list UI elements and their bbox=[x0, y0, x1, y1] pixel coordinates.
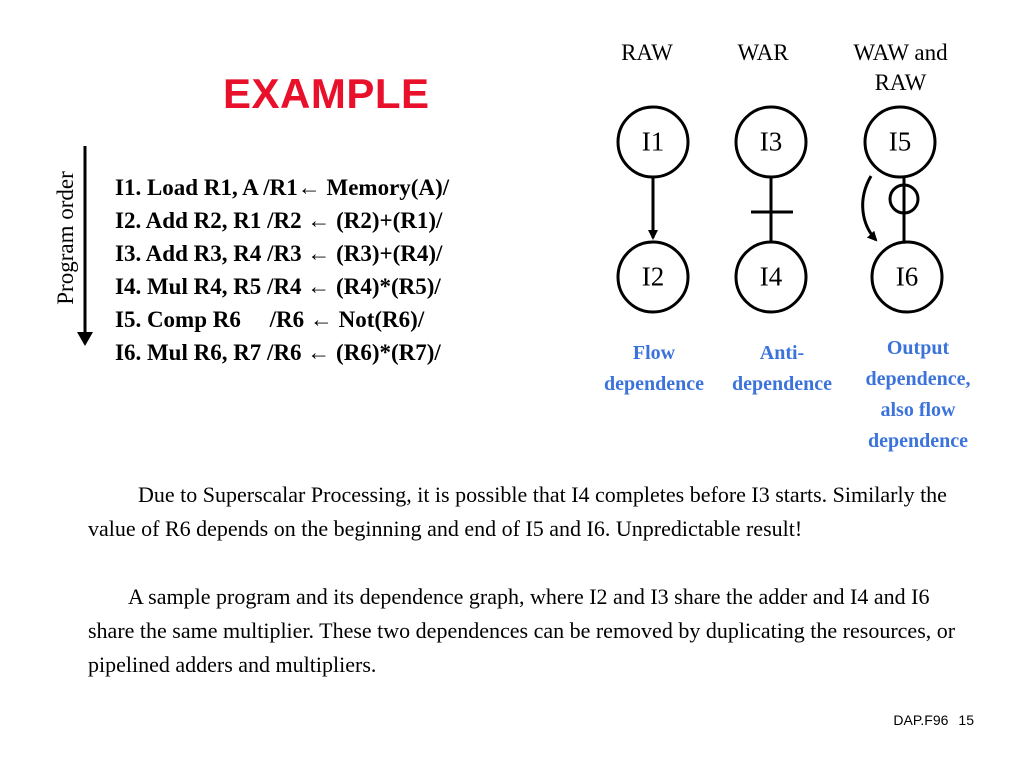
waw-raw-header-line2: RAW bbox=[874, 70, 927, 95]
node-i5-label: I5 bbox=[888, 126, 912, 157]
node-i5 bbox=[863, 105, 937, 179]
output-dependence-label-line2: dependence, bbox=[865, 368, 971, 390]
waw-raw-header-line1: WAW and bbox=[853, 40, 948, 65]
node-i2 bbox=[616, 240, 690, 314]
instruction-i4: I4. Mul R4, R5 /R4 ← (R4)*(R5)/ bbox=[115, 274, 441, 299]
node-i6-label: I6 bbox=[895, 261, 919, 292]
output-dependence-label: Output dependence, also flow dependence bbox=[848, 333, 988, 457]
paragraph-superscalar: Due to Superscalar Processing, it is pos… bbox=[88, 482, 947, 541]
footer-code: DAP.F96 bbox=[893, 712, 949, 728]
node-i1-label: I1 bbox=[641, 126, 665, 157]
instruction-i1: I1. Load R1, A /R1← Memory(A)/ bbox=[115, 175, 450, 200]
instruction-i2: I2. Add R2, R1 /R2 ← (R2)+(R1)/ bbox=[115, 208, 443, 233]
output-dependence-label-line1: Output bbox=[886, 337, 950, 359]
output-dependence-label-line4: dependence bbox=[868, 430, 968, 452]
node-i4-label: I4 bbox=[759, 261, 783, 292]
instruction-list: I1. Load R1, A /R1← Memory(A)/ I2. Add R… bbox=[115, 171, 449, 369]
instruction-i5: I5. Comp R6 /R6 ← Not(R6)/ bbox=[115, 307, 425, 332]
output-dependence-label-line3: also flow bbox=[880, 399, 956, 421]
node-i3-label: I3 bbox=[759, 126, 783, 157]
anti-dependence-label: Anti-dependence bbox=[732, 342, 832, 395]
war-header: WAR bbox=[737, 40, 789, 65]
program-order-arrow bbox=[77, 146, 93, 346]
node-i2-label: I2 bbox=[641, 261, 665, 292]
footer: DAP.F96 15 bbox=[883, 712, 974, 728]
raw-header: RAW bbox=[621, 40, 673, 65]
flow-dependence-curve bbox=[861, 175, 878, 242]
output-dependence-marker bbox=[888, 183, 920, 215]
page-number: 15 bbox=[958, 712, 974, 728]
node-i6 bbox=[870, 240, 944, 314]
paragraph-sample-program: A sample program and its dependence grap… bbox=[88, 584, 956, 677]
slide-title: EXAMPLE bbox=[223, 70, 430, 117]
instruction-i6: I6. Mul R6, R7 /R6 ← (R6)*(R7)/ bbox=[115, 340, 441, 365]
flow-dependence-label: Flow dependence bbox=[604, 342, 704, 395]
waw-raw-header: WAW and RAW bbox=[838, 38, 963, 98]
dependence-graph bbox=[616, 105, 944, 314]
instruction-i3: I3. Add R3, R4 /R3 ← (R3)+(R4)/ bbox=[115, 241, 443, 266]
